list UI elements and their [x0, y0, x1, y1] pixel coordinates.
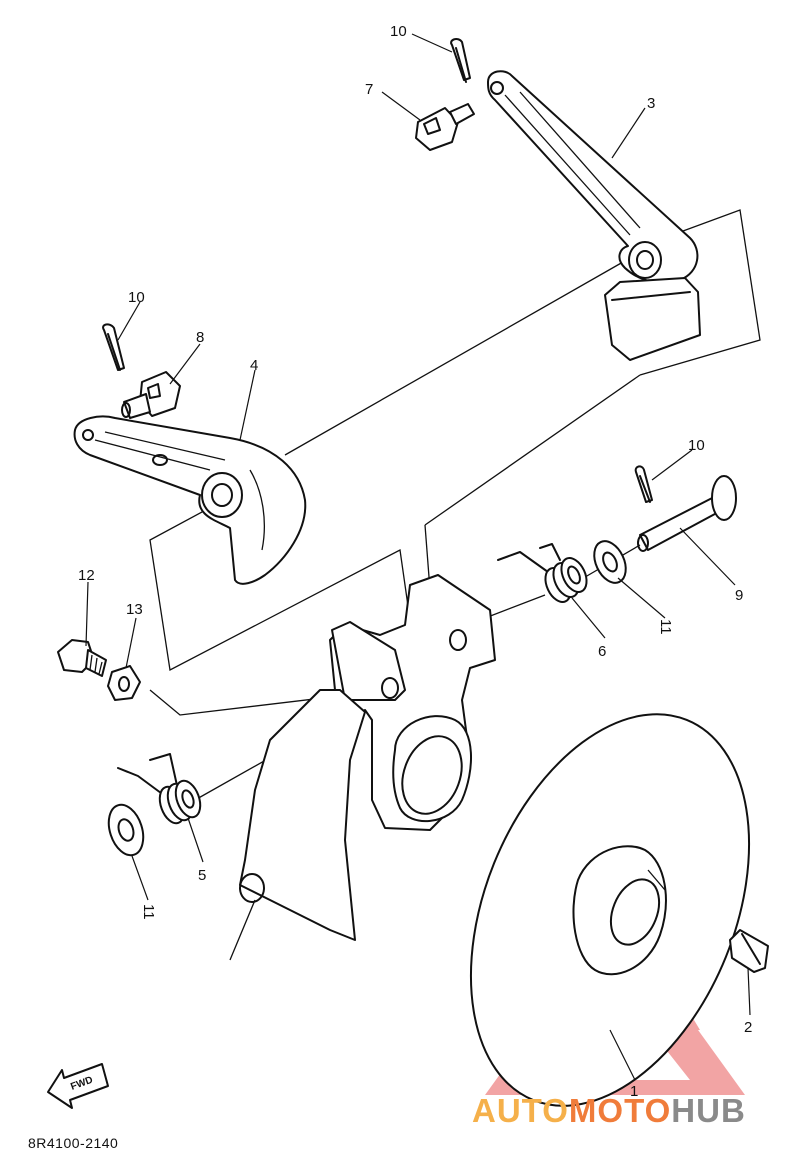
- callout-8: 8: [196, 329, 204, 346]
- part-8-joint: [121, 371, 181, 419]
- diagram-code: 8R4100-2140: [28, 1135, 118, 1151]
- part-11-washer-right: [593, 540, 627, 584]
- part-12-bolt: [57, 639, 107, 677]
- callout-4: 4: [250, 357, 258, 374]
- callout-3: 3: [647, 95, 655, 112]
- part-2-key: [729, 929, 769, 973]
- callout-2: 2: [744, 1019, 752, 1036]
- part-4-lever-arm: [73, 415, 307, 585]
- callout-10-left: 10: [128, 289, 145, 306]
- watermark-part3: HUB: [671, 1092, 746, 1129]
- callout-9: 9: [735, 587, 743, 604]
- part-3-lever-arm: [487, 70, 701, 361]
- bracket-housing: [229, 574, 496, 961]
- callout-13: 13: [126, 601, 143, 618]
- svg-text:AUTOMOTOHUB: AUTOMOTOHUB: [472, 1092, 746, 1129]
- callout-1: 1: [630, 1083, 638, 1100]
- part-11-washer-left: [107, 803, 145, 857]
- part-6-spring: [497, 543, 588, 603]
- part-13-nut: [107, 665, 141, 701]
- leader-lines: [85, 33, 751, 1081]
- callout-12: 12: [78, 567, 95, 584]
- callout-6: 6: [598, 643, 606, 660]
- part-7-joint: [415, 103, 475, 151]
- assembly-guide-lines: [149, 209, 761, 801]
- callout-numbers: 10 7 3 10 8 4 10 9 11 6 12 13 5 11 2 1: [78, 23, 752, 1100]
- watermark-part2: MOTO: [569, 1092, 671, 1129]
- part-9-pin: [637, 475, 737, 552]
- part-5-spring: [117, 753, 202, 825]
- callout-10-right: 10: [688, 437, 705, 454]
- watermark-part1: AUTO: [472, 1092, 569, 1129]
- watermark-logo: AUTOMOTOHUB: [472, 1092, 746, 1129]
- part-10-cotter-pin-right: [634, 465, 653, 503]
- part-10-cotter-pin-left: [102, 323, 125, 371]
- fwd-arrow-icon: FWD: [47, 1063, 109, 1109]
- callout-5: 5: [198, 867, 206, 884]
- callout-11-right: 11: [657, 619, 674, 635]
- callout-10-top: 10: [390, 23, 407, 40]
- callout-11-left: 11: [140, 904, 157, 920]
- part-1-disc: [469, 713, 751, 1107]
- callout-7: 7: [365, 81, 373, 98]
- part-10-cotter-pin-top: [450, 38, 471, 83]
